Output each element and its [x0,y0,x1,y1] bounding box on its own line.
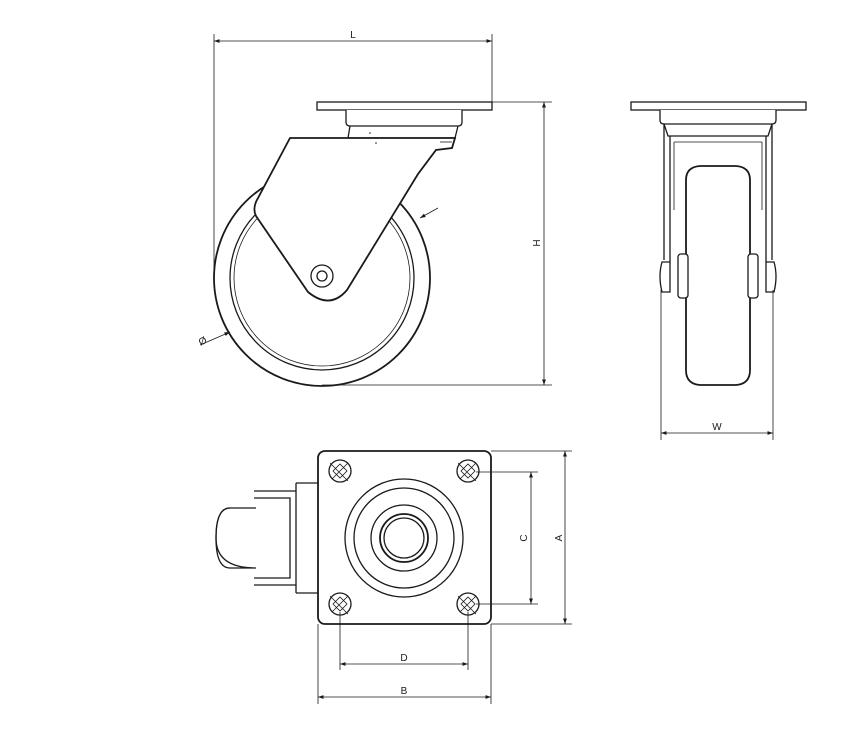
side-top-plate [316,101,493,111]
side-view [213,101,493,387]
top-dimensions: A C D B [317,450,572,704]
side-axle-inner [316,270,328,282]
front-axle-nut-left [659,261,671,293]
dim-W-label: W [712,422,722,433]
side-fork [253,137,457,302]
dim-diameter-leader-low [199,331,231,346]
dim-D-label: D [400,653,407,664]
front-hub-right [747,253,759,299]
front-fork-bridge [663,123,773,137]
top-view [215,450,492,625]
front-fork-legs-inner [669,136,767,262]
side-swivel-housing [345,110,463,127]
dim-diameter-leader-high [419,207,439,219]
front-wheel [685,165,751,386]
side-swivel-ring [347,125,459,139]
top-ring-3 [370,504,438,572]
bolt-hole-tl [328,459,352,483]
side-mark-2 [375,142,377,144]
top-ring-2 [353,487,455,589]
front-hub-left [677,253,689,299]
top-ring-outer [344,478,464,598]
front-top-plate [630,101,807,111]
side-axle-outer [310,264,334,288]
front-view [630,101,807,386]
dim-A-label: A [554,534,565,541]
front-dimensions: W [660,290,774,440]
top-fork-tabs [296,482,318,594]
top-wheel-protrusion [215,507,257,569]
front-axle-nut-right [765,261,777,293]
side-dimensions: L H Ø [197,30,552,386]
front-swivel-housing [659,110,777,125]
dim-B-label: B [401,686,408,697]
dim-H-label: H [532,239,543,246]
front-fork-legs-outer [663,124,773,260]
top-plate [317,450,492,625]
front-fork-bend [673,141,763,210]
bolt-hole-tr [456,459,480,483]
top-fork-inner [254,497,291,579]
top-fork-outer [254,490,297,586]
dim-C-label: C [519,534,530,541]
top-ring-4 [379,513,429,563]
top-ring-inner [383,517,425,559]
dim-diameter-label: Ø [197,335,209,348]
side-fork-edge [417,149,437,175]
side-mark-1 [369,132,371,134]
top-wheel-curve [215,507,231,569]
dim-L-label: L [350,30,356,41]
